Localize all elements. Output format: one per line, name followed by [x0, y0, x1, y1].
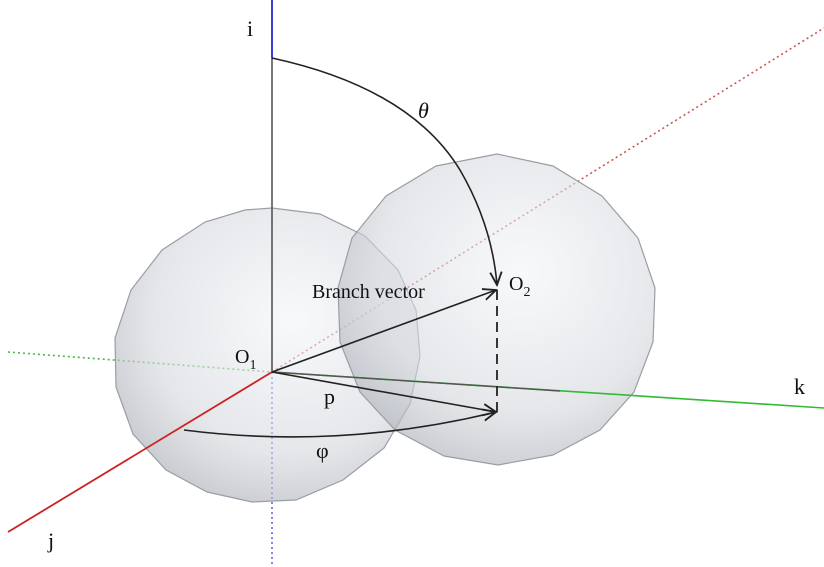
phi-label: φ: [316, 438, 329, 463]
branch-vector-label: Branch vector: [312, 281, 425, 303]
o2-base: O: [509, 273, 523, 295]
o1-base: O: [235, 346, 249, 368]
k-axis-inner: [271, 371, 561, 392]
j-axis-line: [7, 371, 273, 533]
axis-i-label: i: [247, 16, 253, 41]
o2-label: O2: [509, 273, 530, 300]
phi-arc: [183, 412, 496, 438]
branch-vector-arrow: [271, 290, 496, 373]
theta-label: θ: [418, 98, 429, 123]
axis-j-label: j: [47, 528, 54, 553]
o1-subscript: 1: [249, 358, 256, 373]
o1-label: O1: [235, 346, 256, 373]
o2-subscript: 2: [523, 285, 530, 300]
axis-k-label: k: [794, 374, 805, 399]
p-label: p: [324, 384, 335, 409]
theta-arc: [271, 57, 497, 285]
projection-p-arrow: [271, 371, 496, 412]
